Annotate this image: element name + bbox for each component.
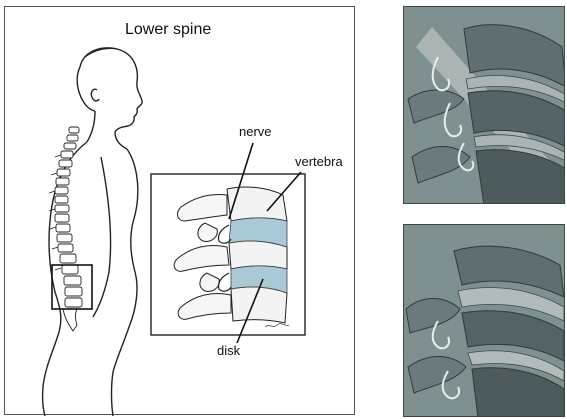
lower-spine-illustration [5, 7, 356, 416]
nerve-label: nerve [239, 124, 272, 139]
vertebra-label: vertebra [295, 154, 343, 169]
vertebrae-closeup-top-illustration [404, 7, 565, 204]
disk-label: disk [217, 343, 240, 358]
vertebrae-closeup-top [403, 6, 565, 204]
inset-detail [151, 143, 305, 343]
main-diagram-panel: Lower spine [4, 6, 355, 415]
vertebrae-closeup-bottom [403, 224, 565, 417]
spine-column [49, 127, 82, 331]
vertebrae-closeup-bottom-illustration [404, 225, 565, 417]
